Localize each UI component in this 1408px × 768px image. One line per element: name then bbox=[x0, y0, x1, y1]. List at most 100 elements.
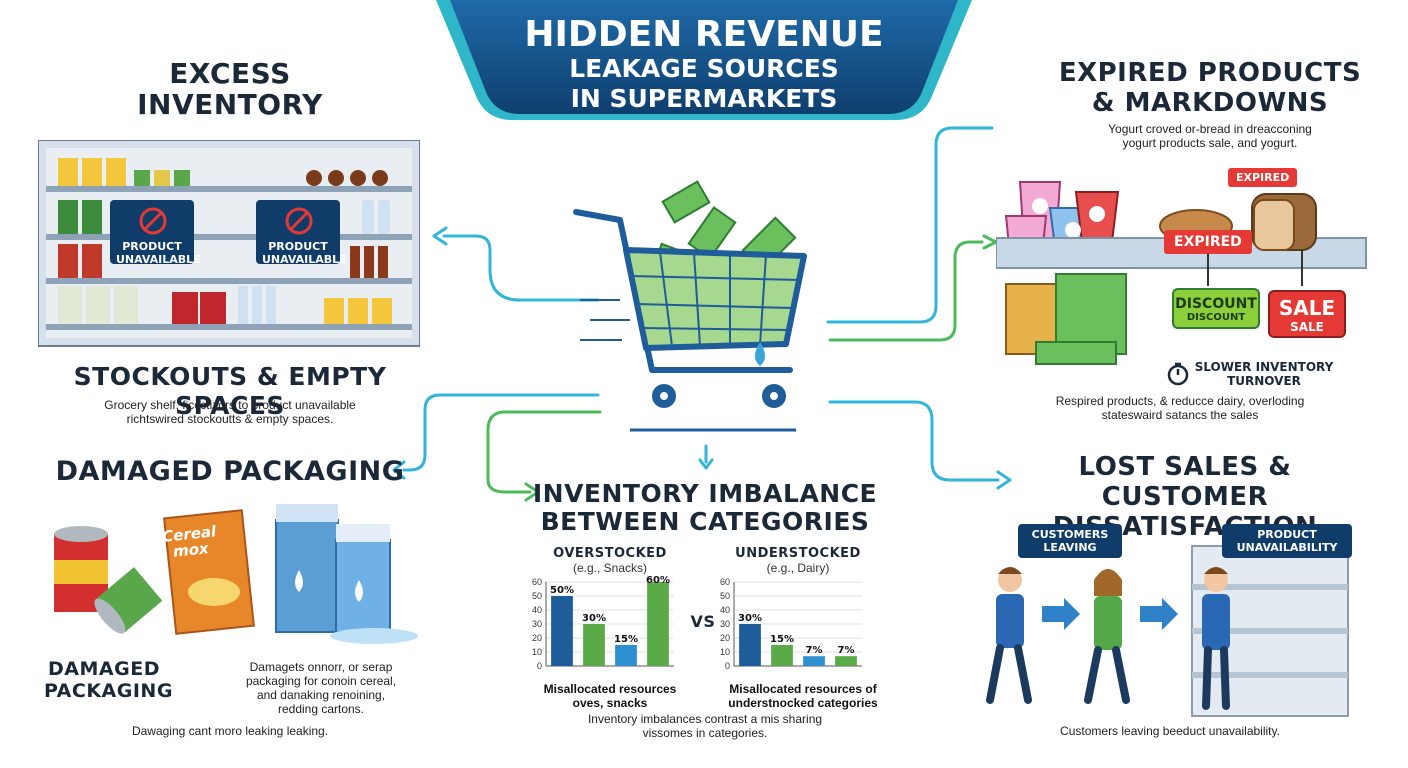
overstocked-y-tick-label: 30 bbox=[532, 619, 542, 629]
expired-desc-line-2: yogurt products sale, and yogurt. bbox=[1122, 136, 1298, 150]
no-entry-icon bbox=[139, 207, 167, 235]
discount-tag-subtext: DISCOUNT bbox=[1186, 312, 1246, 323]
bubble-line-2: LEAVING bbox=[1043, 541, 1097, 554]
understocked-header: UNDERSTOCKED (e.g., Dairy) bbox=[718, 546, 878, 575]
understocked-y-tick-label: 50 bbox=[720, 591, 730, 601]
discount-tag-text: DISCOUNT bbox=[1175, 296, 1257, 312]
cash-stacks bbox=[1005, 273, 1127, 365]
overstocked-caption: Misallocated resources oves, snacks bbox=[530, 682, 690, 710]
understocked-caption-line-1: Misallocated resources of bbox=[729, 682, 877, 696]
unavailability-line-1: PRODUCT bbox=[1257, 528, 1317, 541]
understocked-bar bbox=[739, 624, 761, 666]
damaged-desc-line-1: Damagets onnorr, or serap bbox=[249, 660, 393, 674]
excess-inventory-title: EXCESS INVENTORY bbox=[120, 58, 340, 120]
overstocked-bar-label: 15% bbox=[614, 634, 638, 645]
imbalance-title-line-2: BETWEEN CATEGORIES bbox=[540, 507, 870, 536]
damaged-packaging-description: Damagets onnorr, or serap packaging for … bbox=[226, 660, 416, 716]
overstocked-header: OVERSTOCKED (e.g., Snacks) bbox=[530, 546, 690, 575]
stockouts-desc-line-1: Grocery shelf, ficcctizors to product un… bbox=[104, 398, 356, 412]
sale-tag-text: SALE bbox=[1278, 296, 1336, 320]
cereal-box bbox=[163, 509, 255, 635]
title-banner: HIDDEN REVENUE LEAKAGE SOURCES IN SUPERM… bbox=[436, 0, 972, 122]
customers-leaving-bubble: CUSTOMERS LEAVING bbox=[1018, 524, 1122, 558]
shelf-products bbox=[58, 158, 392, 324]
damaged-packaging-label: DAMAGED PACKAGING bbox=[44, 658, 173, 702]
understocked-y-tick-label: 0 bbox=[725, 661, 730, 671]
overstocked-caption-line-2: oves, snacks bbox=[572, 696, 648, 710]
damaged-packaging-illustration bbox=[54, 504, 418, 644]
excess-title-line-2: INVENTORY bbox=[137, 88, 323, 121]
expired-title-line-1: EXPIRED PRODUCTS bbox=[1058, 58, 1362, 88]
understocked-y-tick-label: 10 bbox=[720, 647, 730, 657]
customer-man bbox=[986, 567, 1032, 704]
overstocked-bar-label: 60% bbox=[646, 575, 670, 586]
overstocked-title: OVERSTOCKED bbox=[553, 546, 667, 561]
expired-tag: EXPIRED bbox=[1164, 230, 1252, 254]
sign-1-line-1: PRODUCT bbox=[122, 240, 182, 253]
sale-tag-subtext: SALE bbox=[1290, 320, 1324, 334]
product-unavailability-sign: PRODUCT UNAVAILABILITY bbox=[1222, 524, 1352, 558]
banner-line-3: IN SUPERMARKETS bbox=[570, 84, 838, 113]
damaged-desc-line-4: redding cartons. bbox=[277, 702, 365, 716]
understocked-y-tick-label: 30 bbox=[720, 619, 730, 629]
cereal-box-label: Cereal mox bbox=[160, 522, 219, 561]
understocked-bar-label: 7% bbox=[806, 645, 823, 656]
understocked-bar bbox=[835, 656, 857, 666]
understocked-bar bbox=[803, 656, 825, 666]
excess-title-line-1: EXCESS bbox=[169, 57, 291, 90]
understocked-subtitle: (e.g., Dairy) bbox=[766, 561, 830, 575]
no-entry-icon bbox=[285, 207, 313, 235]
versus-label: VS bbox=[690, 612, 716, 631]
product-unavailable-sign-2: PRODUCT UNAVAILABLE bbox=[256, 200, 347, 266]
understocked-bar-label: 15% bbox=[770, 634, 794, 645]
stockouts-title: STOCKOUTS & EMPTY SPACES bbox=[73, 362, 387, 420]
stockouts-desc-line-2: richtswired stockoutts & empty spaces. bbox=[126, 412, 334, 426]
overstocked-bar bbox=[647, 582, 669, 666]
leaking-milk-cartons bbox=[275, 504, 418, 644]
imbalance-footer-line-1: Inventory imbalances contrast a mis shar… bbox=[587, 712, 823, 726]
sign-1-line-2: UNAVAILABLE bbox=[116, 253, 201, 266]
customer-at-shelf bbox=[1202, 567, 1230, 710]
understocked-bar bbox=[771, 645, 793, 666]
bubble-line-1: CUSTOMERS bbox=[1031, 528, 1109, 541]
lost-sales-footer: Customers leaving beeduct unavailability… bbox=[1060, 724, 1280, 738]
expired-description: Yogurt croved or-bread in dreacconing yo… bbox=[1050, 122, 1370, 150]
turnover-line-2: TURNOVER bbox=[1227, 374, 1301, 388]
imbalance-footer-line-2: vissomes in categories. bbox=[642, 726, 768, 740]
expired-footer-line-1: Respired products, & reducce dairy, over… bbox=[1055, 394, 1305, 408]
overstocked-y-tick-label: 60 bbox=[532, 577, 542, 587]
customers-leaving-illustration bbox=[986, 545, 1349, 717]
damaged-label-line-2: PACKAGING bbox=[44, 680, 173, 702]
damaged-desc-line-3: and danaking renoining, bbox=[256, 688, 386, 702]
inventory-imbalance-title: INVENTORY IMBALANCE BETWEEN CATEGORIES bbox=[530, 480, 880, 536]
turnover-line-1: SLOWER INVENTORY bbox=[1194, 360, 1334, 374]
overstocked-bar bbox=[583, 624, 605, 666]
shopping-cart-with-money-illustration bbox=[573, 180, 807, 432]
understocked-y-tick-label: 40 bbox=[720, 605, 730, 615]
expired-title-line-2: & MARKDOWNS bbox=[1091, 88, 1329, 118]
damaged-footer: Dawaging cant moro leaking leaking. bbox=[131, 724, 329, 738]
expired-products-title: EXPIRED PRODUCTS & MARKDOWNS bbox=[1050, 58, 1370, 118]
overstocked-y-tick-label: 0 bbox=[537, 661, 542, 671]
overstocked-bar bbox=[615, 645, 637, 666]
imbalance-footer: Inventory imbalances contrast a mis shar… bbox=[540, 712, 870, 740]
overstocked-subtitle: (e.g., Snacks) bbox=[572, 561, 648, 575]
dented-can bbox=[54, 526, 163, 634]
understocked-y-tick-label: 20 bbox=[720, 633, 730, 643]
understocked-bar-label: 7% bbox=[838, 645, 855, 656]
banner-line-2: LEAKAGE SOURCES bbox=[569, 54, 839, 83]
imbalance-title-line-1: INVENTORY IMBALANCE bbox=[532, 479, 878, 508]
overstocked-bar-label: 50% bbox=[550, 585, 574, 596]
sale-tag: SALE SALE bbox=[1268, 290, 1346, 338]
lost-title-line-1: LOST SALES & CUSTOMER bbox=[1078, 452, 1292, 512]
product-unavailable-sign-1: PRODUCT UNAVAILABLE bbox=[110, 200, 201, 266]
expired-footer: Respired products, & reducce dairy, over… bbox=[1030, 394, 1330, 422]
discount-tag: DISCOUNT DISCOUNT bbox=[1172, 288, 1260, 329]
stockouts-description: Grocery shelf, ficcctizors to product un… bbox=[40, 398, 420, 426]
cart-frame bbox=[573, 209, 807, 373]
overstocked-y-tick-label: 40 bbox=[532, 605, 542, 615]
understocked-title: UNDERSTOCKED bbox=[735, 546, 861, 561]
